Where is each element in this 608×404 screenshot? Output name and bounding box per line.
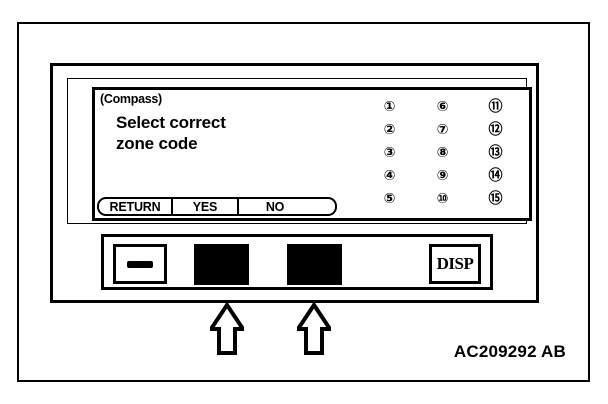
zone-code-item[interactable]: ⑩: [436, 190, 449, 207]
lcd-message-line-1: Select correct: [116, 113, 226, 132]
zone-code-item[interactable]: ⑦: [436, 121, 449, 138]
dash-icon: [127, 260, 153, 268]
zone-code-item[interactable]: ⑪: [488, 98, 503, 115]
up-arrow-icon-left: [210, 303, 244, 355]
lcd-mode-label: (Compass): [100, 92, 162, 106]
lcd-message: Select correct zone code: [116, 112, 226, 154]
zone-code-item[interactable]: ⑮: [488, 190, 503, 207]
lcd-message-line-2: zone code: [116, 134, 198, 153]
lcd-screen: (Compass) Select correct zone code ① ⑥ ⑪…: [92, 87, 532, 221]
zone-code-item[interactable]: ⑨: [436, 167, 449, 184]
lcd-bezel: (Compass) Select correct zone code ① ⑥ ⑪…: [67, 78, 532, 224]
softkey-yes[interactable]: YES: [173, 199, 239, 214]
softkey-return[interactable]: RETURN: [99, 199, 173, 214]
blank-button-left[interactable]: [194, 244, 249, 285]
softkey-bar: RETURN YES NO: [97, 197, 337, 216]
zone-code-item[interactable]: ⑬: [488, 144, 503, 161]
figure-frame: (Compass) Select correct zone code ① ⑥ ⑪…: [17, 22, 590, 382]
compass-display-unit: (Compass) Select correct zone code ① ⑥ ⑪…: [50, 63, 539, 303]
disp-button[interactable]: DISP: [429, 244, 481, 284]
control-panel: DISP: [101, 234, 493, 290]
zone-code-item[interactable]: ①: [383, 98, 396, 115]
softkey-no[interactable]: NO: [265, 199, 285, 214]
up-arrow-icon-right: [297, 303, 331, 355]
zone-code-item[interactable]: ③: [383, 144, 396, 161]
figure-caption: AC209292 AB: [453, 342, 566, 361]
dash-button[interactable]: [113, 244, 167, 284]
zone-code-item[interactable]: ⑥: [436, 98, 449, 115]
zone-code-item[interactable]: ⑧: [436, 144, 449, 161]
zone-code-item[interactable]: ⑭: [488, 167, 503, 184]
zone-code-item[interactable]: ④: [383, 167, 396, 184]
blank-button-right[interactable]: [287, 244, 342, 285]
disp-button-label: DISP: [436, 254, 474, 273]
zone-code-item[interactable]: ⑤: [383, 190, 396, 207]
zone-code-item[interactable]: ⑫: [488, 121, 503, 138]
zone-code-item[interactable]: ②: [383, 121, 396, 138]
zone-code-grid: ① ⑥ ⑪ ② ⑦ ⑫ ③ ⑧ ⑬ ④ ⑨ ⑭ ⑤ ⑩ ⑮: [363, 95, 523, 210]
